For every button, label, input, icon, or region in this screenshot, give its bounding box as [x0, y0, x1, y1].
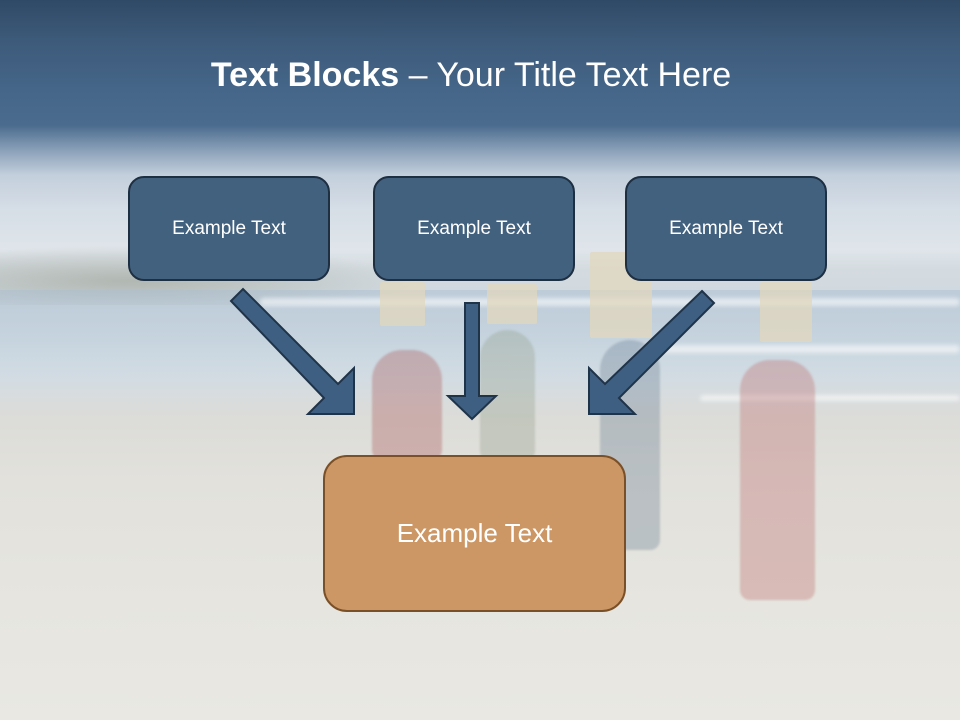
- result-block-label: Example Text: [396, 518, 553, 548]
- text-block-3-label: Example Text: [669, 217, 783, 239]
- background-surf: [640, 345, 960, 353]
- title-dash: –: [399, 56, 437, 94]
- background-crate: [487, 284, 537, 324]
- text-block-2-label: Example Text: [417, 217, 531, 239]
- background-crate: [380, 282, 425, 326]
- title-rest-part: Your Title Text Here: [436, 56, 732, 94]
- text-block-3[interactable]: Example Text: [625, 176, 827, 281]
- slide-title[interactable]: Text Blocks – Your Title Text Here: [0, 52, 942, 98]
- text-block-1[interactable]: Example Text: [128, 176, 330, 281]
- arrow-down-left-icon[interactable]: [588, 289, 716, 415]
- text-block-1-label: Example Text: [172, 217, 286, 239]
- background-crate: [760, 282, 812, 342]
- background-surf: [700, 395, 960, 401]
- arrow-down-icon[interactable]: [445, 302, 499, 421]
- title-bold-part: Text Blocks: [210, 56, 400, 94]
- arrow-down-right-icon[interactable]: [229, 287, 355, 415]
- background-person: [372, 350, 442, 460]
- text-block-2[interactable]: Example Text: [373, 176, 575, 281]
- background-person: [740, 360, 815, 600]
- result-block[interactable]: Example Text: [323, 455, 626, 612]
